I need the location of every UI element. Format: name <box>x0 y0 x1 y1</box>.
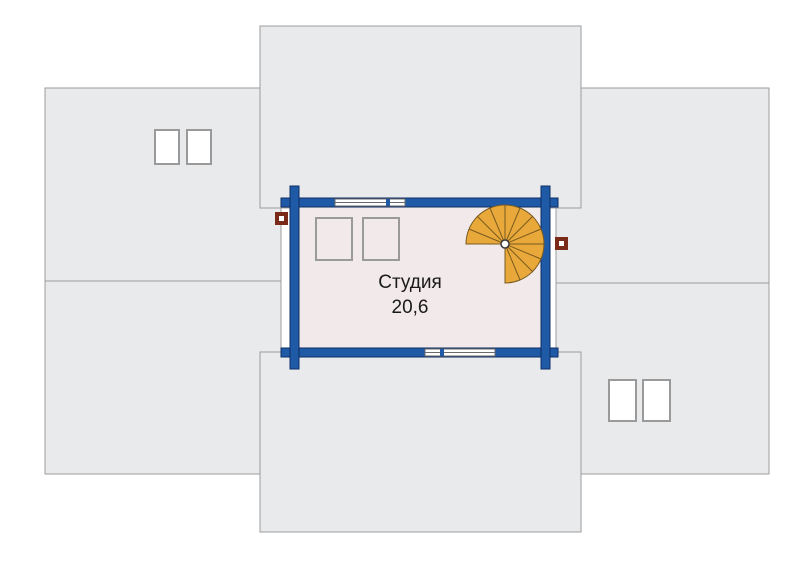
room-area: 20,6 <box>392 297 429 318</box>
log-walls <box>280 185 559 370</box>
chimney-icon <box>275 212 288 225</box>
roof-top <box>259 25 582 209</box>
skylight-window-icon <box>154 129 212 165</box>
chimney-icon <box>555 237 568 250</box>
roof-right-lower <box>555 282 770 475</box>
skylight-window-icon <box>315 217 400 261</box>
roof <box>44 25 770 533</box>
roof-bottom <box>259 351 582 533</box>
window-icon <box>424 348 496 357</box>
window-icon <box>334 198 406 207</box>
room-name: Студия <box>378 272 442 293</box>
roof-right-upper <box>555 87 770 284</box>
roof-left-upper <box>44 87 282 282</box>
skylight-window-icon <box>608 379 671 422</box>
roof-left-lower <box>44 280 282 475</box>
spiral-staircase-icon <box>465 204 545 284</box>
